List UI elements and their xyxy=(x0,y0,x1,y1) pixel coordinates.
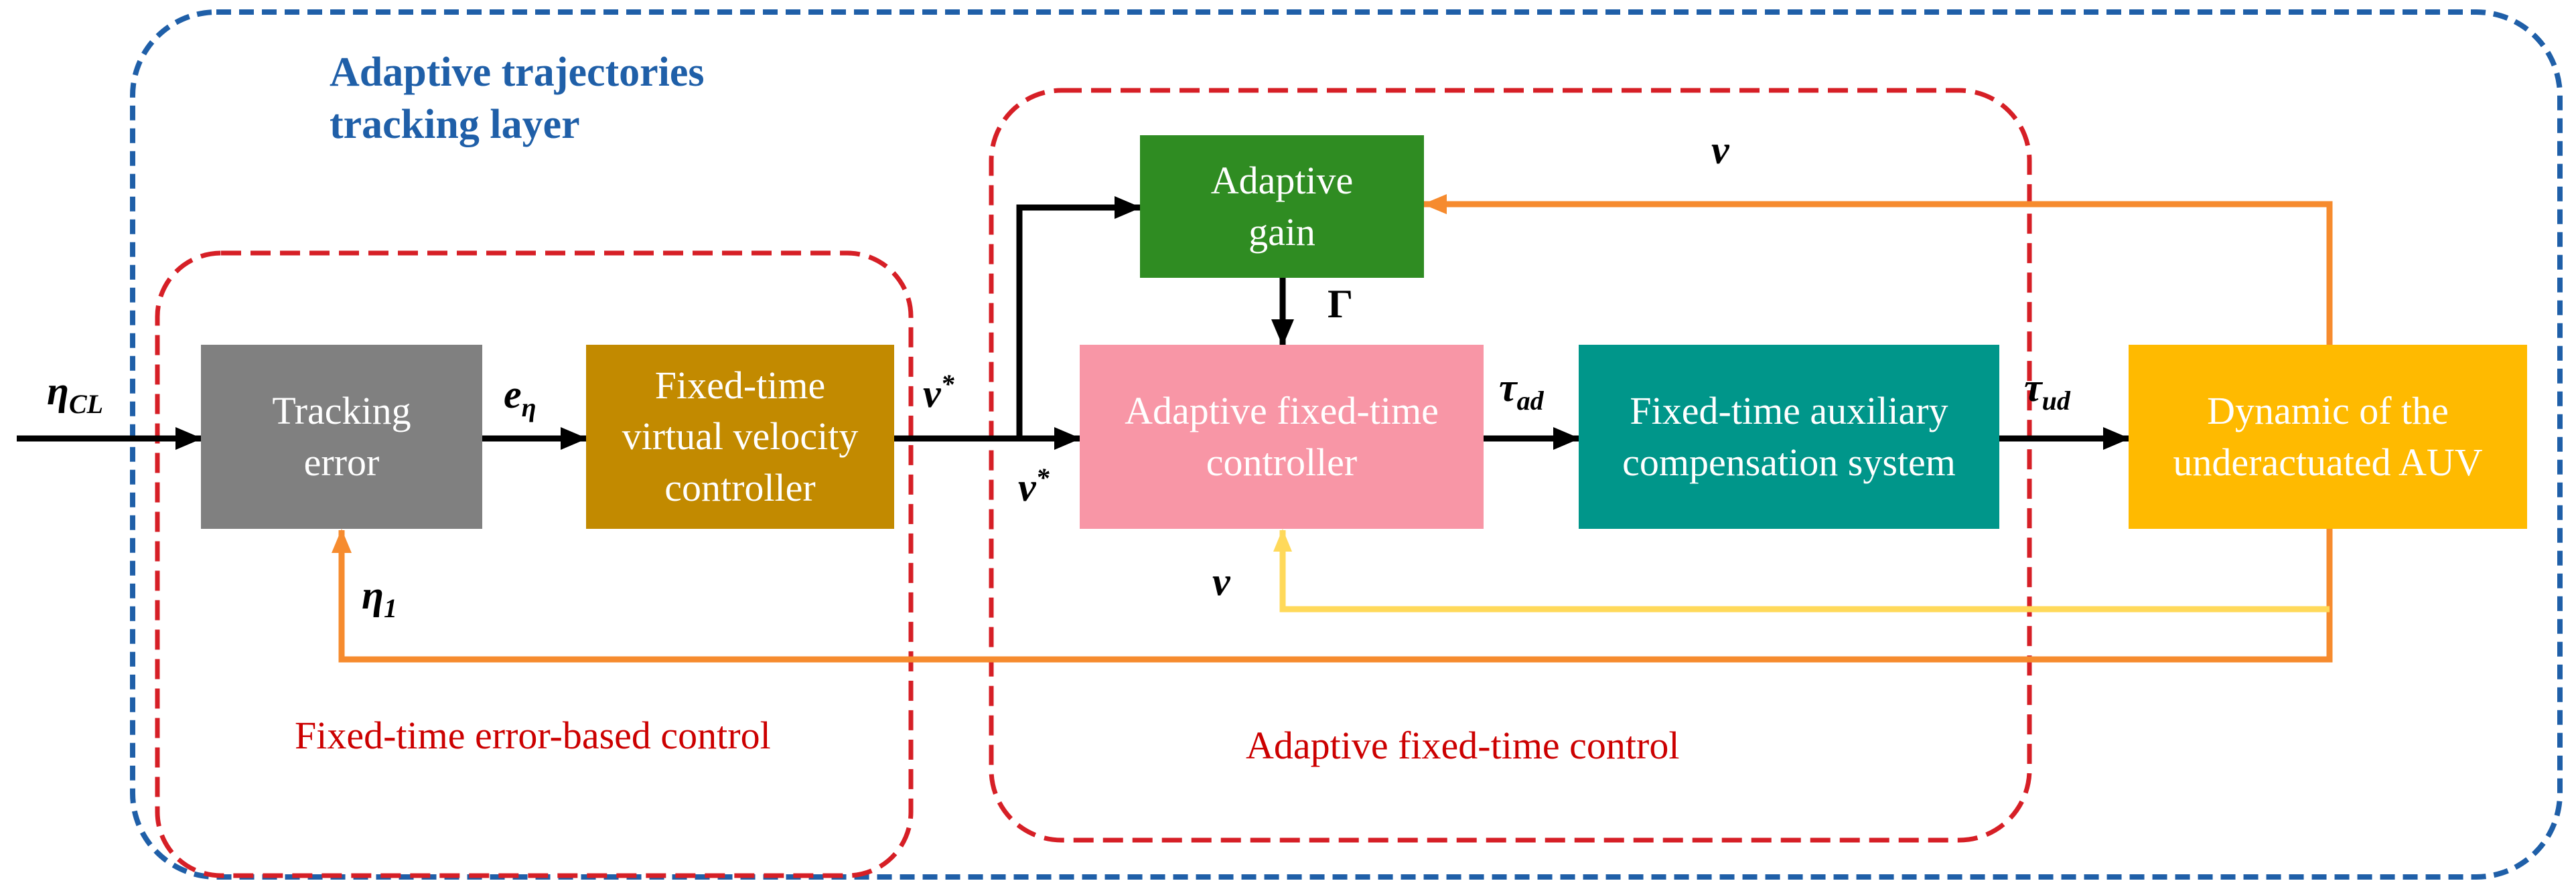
nu-feedback-to-gain xyxy=(1423,194,2333,345)
tracking-error-block: Tracking error xyxy=(201,345,482,529)
auxiliary-compensation-block: Fixed-time auxiliary compensation system xyxy=(1579,345,1999,529)
virtual-velocity-controller-label: Fixed-time virtual velocity controller xyxy=(622,363,859,509)
tau-ud-label: τud xyxy=(2024,366,2070,416)
error-based-group-border xyxy=(155,250,914,878)
adaptive-controller-label: Adaptive fixed-time controller xyxy=(1125,388,1439,484)
nu-bottom-label: ν xyxy=(1212,560,1230,604)
adaptive-gain-label: Adaptive gain xyxy=(1210,158,1354,254)
eta-1-feedback xyxy=(332,529,2333,663)
v-star-branch-arrow xyxy=(1016,196,1141,438)
tracking-error-label: Tracking error xyxy=(272,388,411,484)
auv-dynamics-block: Dynamic of the underactuated AUV xyxy=(2129,345,2527,529)
adaptive-controller-block: Adaptive fixed-time controller xyxy=(1080,345,1484,529)
error-based-group-label: Fixed-time error-based control xyxy=(295,714,771,757)
outer-layer-border xyxy=(130,9,2563,880)
adaptive-gain-block: Adaptive gain xyxy=(1140,135,1424,278)
nu-feedback-to-controller xyxy=(1273,529,2330,613)
e-eta-label: eη xyxy=(504,372,536,422)
gamma-label: Γ xyxy=(1328,282,1354,326)
adaptive-group-label: Adaptive fixed-time control xyxy=(1246,724,1680,767)
adaptive-group-border xyxy=(989,88,2032,843)
eta-1-label: η1 xyxy=(362,573,397,623)
v-star-bottom-label: v* xyxy=(1018,463,1050,509)
virtual-velocity-controller-block: Fixed-time virtual velocity controller xyxy=(586,345,894,529)
auv-dynamics-label: Dynamic of the underactuated AUV xyxy=(2173,388,2483,484)
nu-top-label: ν xyxy=(1711,128,1729,172)
eta-cl-label: ηCL xyxy=(47,369,104,419)
outer-layer-title: Adaptive trajectories tracking layer xyxy=(330,50,705,147)
tau-ad-label: τad xyxy=(1499,366,1544,416)
v-star-top-label: v* xyxy=(923,369,954,416)
auxiliary-compensation-label: Fixed-time auxiliary compensation system xyxy=(1622,388,1956,484)
